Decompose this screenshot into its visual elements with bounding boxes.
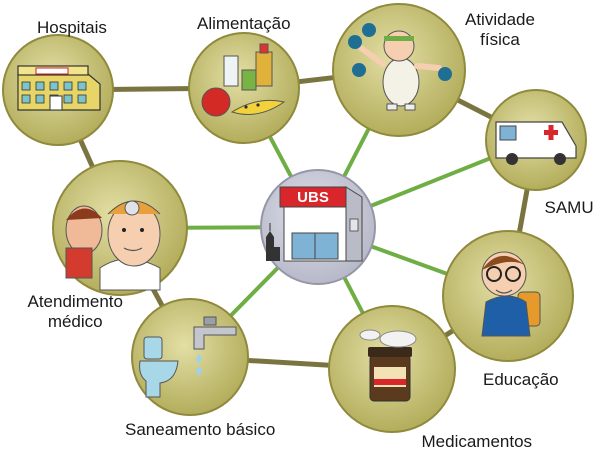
label-line: Saneamento básico — [125, 420, 276, 439]
label-educacao: Educação — [483, 370, 559, 390]
label-line: Alimentação — [197, 14, 291, 33]
label-samu: SAMU — [545, 198, 594, 218]
label-line: médico — [47, 312, 103, 331]
medicine-icon — [359, 329, 417, 402]
label-line: Hospitais — [37, 18, 107, 37]
exercise-icon — [348, 23, 452, 111]
label-line: Atendimento — [27, 292, 123, 311]
node-alimentacao — [188, 32, 300, 144]
label-line: Medicamentos — [421, 432, 533, 451]
label-alimentacao: Alimentação — [197, 14, 291, 34]
hospital-building-icon — [17, 65, 101, 111]
node-medicamentos — [328, 305, 456, 433]
diagram-nodes — [2, 3, 587, 433]
label-line: Atividade — [465, 10, 535, 29]
node-atendimento-medico — [52, 160, 188, 296]
food-icon — [201, 43, 286, 117]
faucet-toilet-icon — [139, 316, 237, 398]
label-saneamento-basico: Saneamento básico — [125, 420, 275, 440]
center-label: UBS — [297, 189, 329, 206]
student-icon — [481, 251, 541, 337]
node-atividade-fisica — [332, 3, 466, 137]
center-node-ubs: UBS — [260, 169, 376, 285]
doctor-icon — [65, 200, 161, 291]
node-samu — [485, 89, 587, 191]
label-line: Educação — [483, 370, 559, 389]
label-hospitais: Hospitais — [37, 18, 107, 38]
node-saneamento-basico — [131, 298, 249, 416]
label-line: SAMU — [544, 198, 594, 217]
node-educacao — [442, 230, 574, 362]
label-line: física — [480, 30, 520, 49]
ubs-building-icon: UBS — [266, 186, 363, 262]
node-hospitais — [2, 34, 114, 146]
label-medicamentos: Medicamentos — [422, 432, 533, 452]
ambulance-icon — [495, 121, 577, 165]
